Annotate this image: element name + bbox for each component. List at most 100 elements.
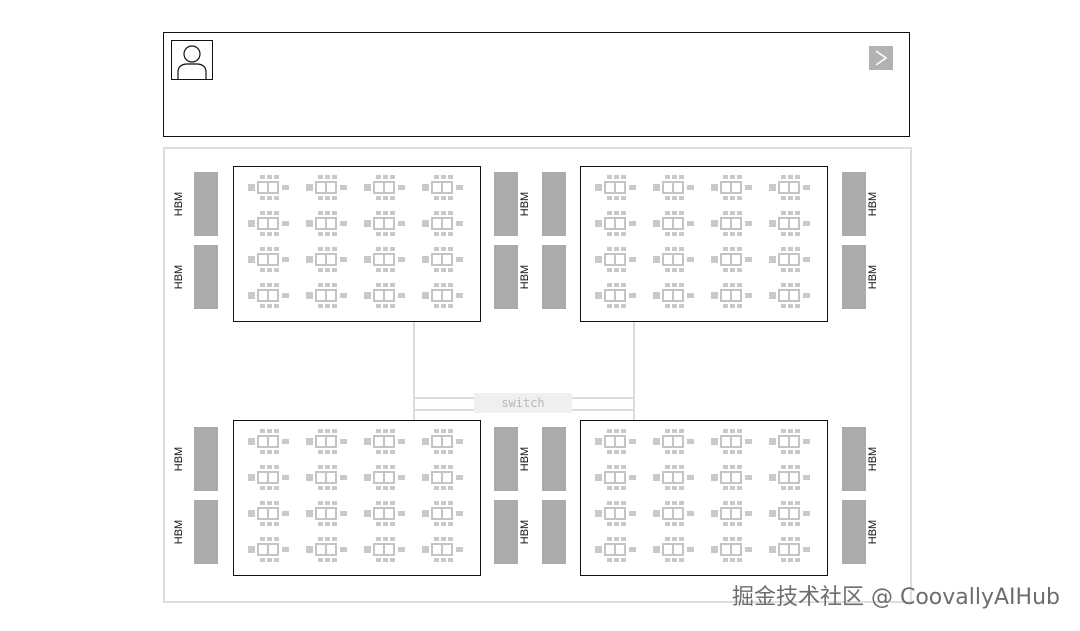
core-unit — [707, 499, 757, 529]
core-unit — [418, 209, 468, 239]
hbm-stack — [542, 172, 566, 236]
core-unit — [360, 209, 410, 239]
core-unit — [418, 535, 468, 565]
hbm-stack — [842, 427, 866, 491]
hbm-stack — [494, 172, 518, 236]
hbm-label: HBM — [867, 519, 879, 545]
core-unit — [360, 463, 410, 493]
core-unit — [765, 535, 815, 565]
hbm-label: HBM — [519, 191, 531, 217]
hbm-stack — [494, 427, 518, 491]
core-unit — [360, 281, 410, 311]
connector-line — [413, 320, 415, 420]
core-unit — [418, 281, 468, 311]
core-unit — [649, 209, 699, 239]
core-unit — [591, 499, 641, 529]
core-unit — [649, 281, 699, 311]
hbm-label: HBM — [519, 446, 531, 472]
core-unit — [302, 427, 352, 457]
core-unit — [302, 173, 352, 203]
core-unit — [244, 209, 294, 239]
hbm-label: HBM — [173, 191, 185, 217]
connector-line — [413, 397, 474, 399]
core-unit — [302, 535, 352, 565]
core-unit — [707, 535, 757, 565]
switch-node: switch — [474, 393, 572, 413]
chip-diagram — [163, 147, 912, 603]
hbm-label: HBM — [173, 446, 185, 472]
compute-die — [233, 166, 481, 322]
hbm-stack — [194, 427, 218, 491]
hbm-stack — [842, 172, 866, 236]
hbm-stack — [842, 245, 866, 309]
connector-line — [633, 320, 635, 420]
core-unit — [302, 209, 352, 239]
hbm-stack — [494, 500, 518, 564]
core-unit — [707, 245, 757, 275]
hbm-stack — [542, 245, 566, 309]
user-avatar-icon — [171, 40, 213, 80]
core-unit — [244, 173, 294, 203]
hbm-stack — [494, 245, 518, 309]
core-unit — [649, 245, 699, 275]
hbm-stack — [194, 172, 218, 236]
core-unit — [765, 499, 815, 529]
core-unit — [649, 499, 699, 529]
core-unit — [244, 245, 294, 275]
hbm-stack — [542, 427, 566, 491]
core-unit — [360, 173, 410, 203]
core-unit — [360, 499, 410, 529]
core-unit — [707, 173, 757, 203]
core-unit — [418, 499, 468, 529]
core-unit — [765, 173, 815, 203]
core-unit — [707, 463, 757, 493]
core-unit — [360, 427, 410, 457]
hbm-stack — [194, 245, 218, 309]
hbm-stack — [842, 500, 866, 564]
core-unit — [418, 463, 468, 493]
core-unit — [591, 209, 641, 239]
core-unit — [244, 499, 294, 529]
core-unit — [591, 535, 641, 565]
watermark: 掘金技术社区 @ CoovallyAIHub — [731, 585, 1060, 610]
hbm-label: HBM — [519, 519, 531, 545]
core-unit — [649, 535, 699, 565]
hbm-stack — [542, 500, 566, 564]
core-unit — [360, 245, 410, 275]
hbm-label: HBM — [519, 264, 531, 290]
compute-die — [580, 420, 828, 576]
core-unit — [244, 463, 294, 493]
core-unit — [765, 281, 815, 311]
core-unit — [765, 427, 815, 457]
hbm-label: HBM — [867, 191, 879, 217]
core-unit — [302, 281, 352, 311]
core-unit — [591, 173, 641, 203]
hbm-label: HBM — [173, 519, 185, 545]
core-unit — [649, 463, 699, 493]
core-unit — [707, 427, 757, 457]
send-button[interactable] — [869, 46, 893, 70]
core-unit — [707, 281, 757, 311]
core-unit — [591, 281, 641, 311]
core-unit — [591, 427, 641, 457]
core-unit — [765, 245, 815, 275]
core-unit — [302, 463, 352, 493]
core-unit — [244, 281, 294, 311]
core-unit — [302, 499, 352, 529]
compute-die — [580, 166, 828, 322]
chevron-right-icon — [875, 50, 888, 66]
core-unit — [244, 427, 294, 457]
core-unit — [649, 427, 699, 457]
hbm-label: HBM — [867, 446, 879, 472]
connector-line — [572, 397, 635, 399]
core-unit — [765, 209, 815, 239]
core-unit — [418, 173, 468, 203]
core-unit — [418, 245, 468, 275]
prompt-panel — [163, 32, 910, 137]
core-unit — [591, 463, 641, 493]
core-unit — [765, 463, 815, 493]
core-unit — [707, 209, 757, 239]
compute-die — [233, 420, 481, 576]
core-unit — [360, 535, 410, 565]
hbm-label: HBM — [173, 264, 185, 290]
